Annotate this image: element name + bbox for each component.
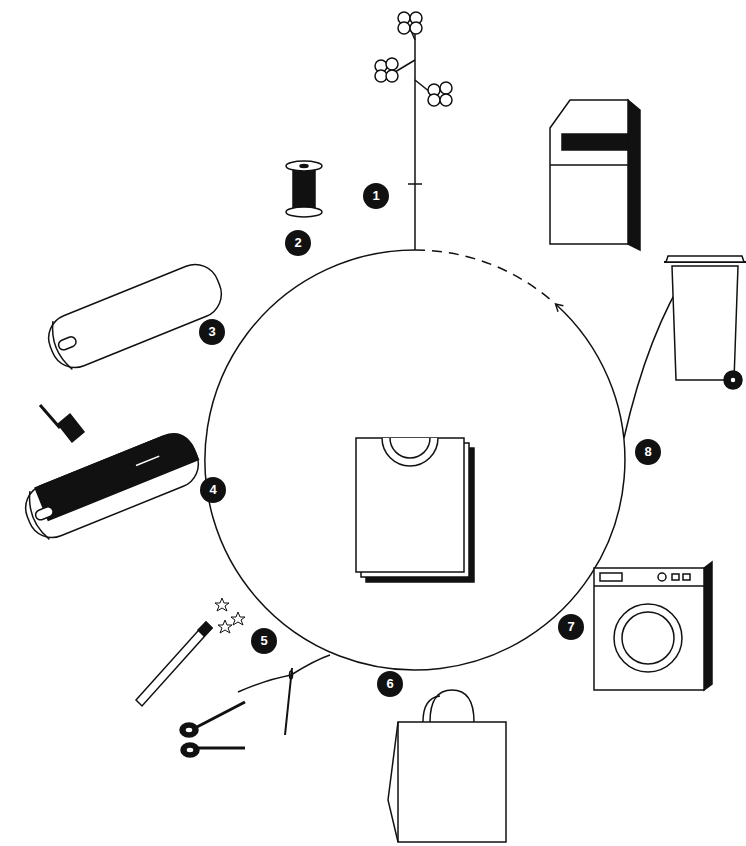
paint-brush — [40, 405, 84, 442]
t-shirt-stack — [356, 438, 474, 582]
callout-number: 3 — [199, 319, 225, 345]
recycling-container — [550, 100, 640, 250]
callout-number: 1 — [363, 183, 389, 209]
callout-number: 6 — [377, 671, 403, 697]
thread-spool — [286, 161, 322, 217]
washing-machine — [594, 562, 712, 690]
callout-number: 8 — [635, 439, 661, 465]
callout-number: 7 — [558, 614, 584, 640]
magic-wand — [136, 598, 245, 706]
shopping-bag — [388, 690, 506, 842]
dyed-fabric-roll — [18, 427, 205, 544]
scissors — [180, 702, 245, 757]
callout-number: 4 — [200, 477, 226, 503]
cotton-plant — [375, 12, 452, 250]
wheelie-bin — [664, 256, 746, 389]
callout-number: 5 — [251, 628, 277, 654]
fabric-roll — [41, 257, 228, 374]
cycle-dashed-arc — [415, 250, 552, 301]
cycle-arc — [205, 250, 625, 670]
needle-and-thread — [238, 655, 330, 735]
callout-number: 2 — [285, 230, 311, 256]
